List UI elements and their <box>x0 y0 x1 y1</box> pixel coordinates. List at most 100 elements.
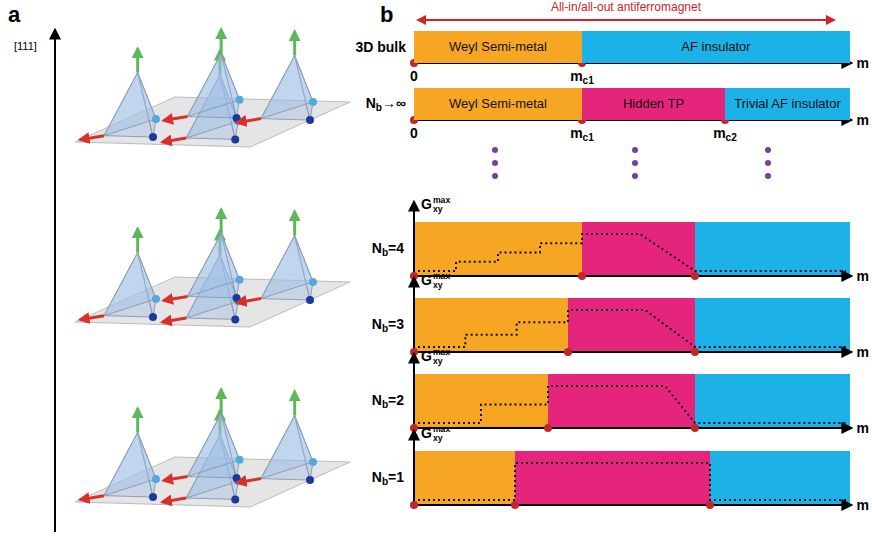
critical-point <box>410 424 418 432</box>
label-text: =2 <box>388 392 404 408</box>
phase-band: Weyl Semi-metal <box>414 31 582 63</box>
spin-up <box>293 212 296 236</box>
spin-ball <box>149 313 157 321</box>
label-text: 0 <box>410 68 418 84</box>
ellipsis-dot <box>492 147 498 153</box>
label-text: max <box>433 196 450 205</box>
g-axis <box>413 431 415 505</box>
label-text: m <box>857 268 869 284</box>
conductance-curve <box>418 463 846 500</box>
phase-bars <box>410 59 851 509</box>
label-text: G <box>421 272 432 288</box>
label-text: N <box>372 316 382 332</box>
script-stack: maxxy <box>433 196 450 213</box>
ellipsis-dot <box>765 147 771 153</box>
label-text: m <box>857 112 869 128</box>
spin-up <box>136 49 139 73</box>
m-axis <box>412 504 851 506</box>
axis-label: All-in/all-out antiferromagnet <box>551 1 701 15</box>
g-axis <box>413 354 415 428</box>
spin-up <box>220 209 223 233</box>
spin-left <box>162 498 186 502</box>
label-text: c2 <box>726 132 737 143</box>
phase-name: Weyl Semi-metal <box>449 40 547 54</box>
critical-point <box>691 272 699 280</box>
axis-label: Gmaxxy <box>421 425 450 443</box>
spin-left <box>237 119 261 123</box>
conductance-curve <box>418 310 846 347</box>
conductance-curve <box>418 386 846 423</box>
label-text: b <box>382 476 388 487</box>
m-axis <box>412 351 851 353</box>
label-text: N <box>372 469 382 485</box>
spin-ball <box>306 116 314 124</box>
label-text: N <box>372 240 382 256</box>
phase-name: Weyl Semi-metal <box>449 97 547 111</box>
spin-left <box>164 117 188 121</box>
spin-ball <box>236 96 244 104</box>
ellipsis-dot <box>632 147 638 153</box>
axis-label: mc1 <box>570 125 594 144</box>
label-text: xy <box>433 205 450 214</box>
spin-up <box>136 409 139 433</box>
label-text: G <box>421 425 432 441</box>
spin-ball <box>231 315 239 323</box>
spin-ball <box>149 493 157 501</box>
axis-label: m <box>857 344 869 360</box>
script-stack: maxxy <box>433 272 450 289</box>
label-text: All-in/all-out antiferromagnet <box>551 0 701 14</box>
axis-label: m <box>857 497 869 513</box>
spin-left <box>80 136 104 140</box>
weyl-band <box>414 451 515 505</box>
ellipsis-dot <box>765 160 771 166</box>
label-text: xy <box>433 357 450 366</box>
axis-label: m <box>857 112 869 128</box>
tetrahedron-face <box>261 236 313 299</box>
spin-up <box>136 229 139 253</box>
label-text: m <box>570 125 582 141</box>
tetrahedron-face <box>104 433 156 496</box>
phase-name: Hidden TP <box>623 97 684 111</box>
label-text: b <box>376 102 382 113</box>
label-text: xy <box>433 434 450 443</box>
label-text: b <box>382 247 388 258</box>
label-text: m <box>857 420 869 436</box>
label-text: b <box>382 323 388 334</box>
script-stack: maxxy <box>433 348 450 365</box>
tetrahedron-face <box>261 56 313 119</box>
label-text: m <box>713 125 725 141</box>
spin-left <box>162 318 186 322</box>
m-axis <box>412 427 851 429</box>
spin-left <box>237 299 261 303</box>
g-axis <box>413 278 415 352</box>
script-stack: maxxy <box>433 425 450 442</box>
label-text: max <box>433 272 450 281</box>
conductance-curve <box>418 234 846 271</box>
label-text: N <box>366 95 376 111</box>
spin-ball <box>231 135 239 143</box>
tetrahedron-face <box>261 416 313 479</box>
spin-ball <box>152 475 160 483</box>
g-axis <box>413 202 415 276</box>
spin-left <box>80 496 104 500</box>
critical-point <box>706 501 714 509</box>
spin-left <box>162 138 186 142</box>
axis-label: a <box>8 2 20 27</box>
label-text: a <box>8 2 20 27</box>
insulator-band <box>695 374 850 428</box>
hidden-tp-band <box>568 298 695 352</box>
label-text: m <box>857 497 869 513</box>
spin-ball <box>236 276 244 284</box>
label-text: G <box>421 196 432 212</box>
label-text: =1 <box>388 469 404 485</box>
axis-label: Gmaxxy <box>421 272 450 290</box>
critical-point <box>564 348 572 356</box>
label-text: m <box>570 68 582 84</box>
axis-label: m <box>857 55 869 71</box>
insulator-band <box>695 298 850 352</box>
weyl-band <box>414 222 582 276</box>
label-text: c1 <box>583 75 594 86</box>
tetrahedron-face <box>104 253 156 316</box>
spin-ball <box>309 458 317 466</box>
label-text: b <box>382 399 388 410</box>
